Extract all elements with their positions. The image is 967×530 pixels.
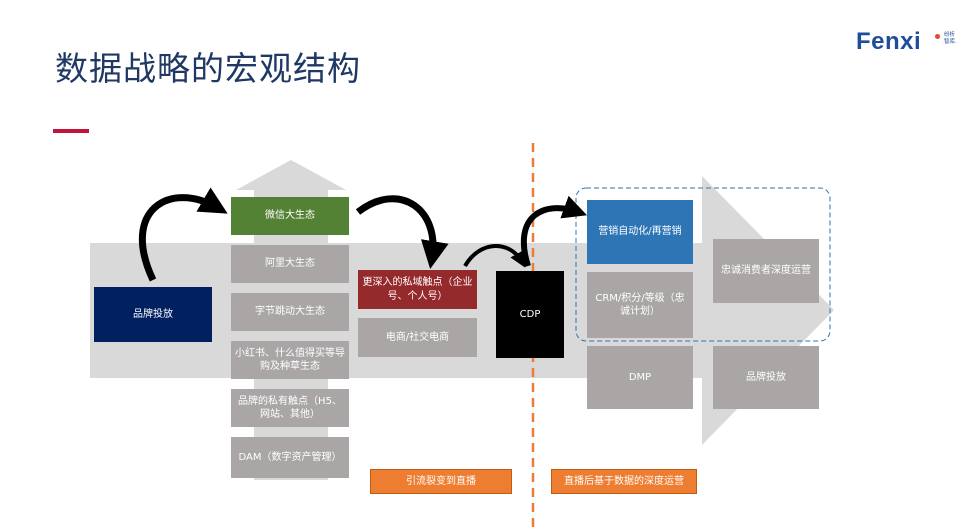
logo-dot-icon (935, 34, 940, 39)
curve-arrow-brand-to-wechat (138, 187, 228, 282)
node-dmp: DMP (587, 346, 693, 409)
node-private-touchpoints: 品牌的私有触点（H5、网站、其他） (231, 389, 349, 427)
node-marketing-automation: 营销自动化/再营销 (587, 200, 693, 264)
page-title: 数据战略的宏观结构 (55, 49, 361, 88)
logo-subtitle: 纷析智库. (944, 32, 957, 45)
curve-arrow-private-to-cdp (463, 244, 526, 268)
curve-arrow-cdp-to-automation (520, 195, 588, 267)
node-wechat-ecosystem: 微信大生态 (231, 197, 349, 235)
node-bytedance-ecosystem: 字节跳动大生态 (231, 293, 349, 331)
node-ecommerce: 电商/社交电商 (358, 318, 477, 357)
node-crm-loyalty: CRM/积分/等级（忠诚计划） (587, 272, 693, 338)
node-brand-launch-left: 品牌投放 (94, 287, 212, 342)
logo-wordmark: Fenxi (856, 28, 922, 55)
loyalty-group-frame (575, 187, 831, 342)
node-brand-launch-right: 品牌投放 (713, 346, 819, 409)
node-deep-private-touchpoints: 更深入的私域触点（企业号、个人号） (358, 270, 477, 309)
node-xiaohongshu-ecosystem: 小红书、什么值得买等导购及种草生态 (231, 341, 349, 379)
node-alibaba-ecosystem: 阿里大生态 (231, 245, 349, 283)
label-left-phase: 引流裂变到直播 (370, 469, 512, 494)
title-accent-bar (53, 129, 89, 133)
node-dam: DAM（数字资产管理） (231, 437, 349, 478)
curve-arrow-wechat-to-private (355, 195, 449, 270)
label-right-phase: 直播后基于数据的深度运营 (551, 469, 697, 494)
brand-logo: Fenxi 纷析智库. (856, 28, 957, 58)
node-loyal-consumer-ops: 忠诚消费者深度运营 (713, 239, 819, 303)
node-cdp: CDP (496, 271, 564, 358)
